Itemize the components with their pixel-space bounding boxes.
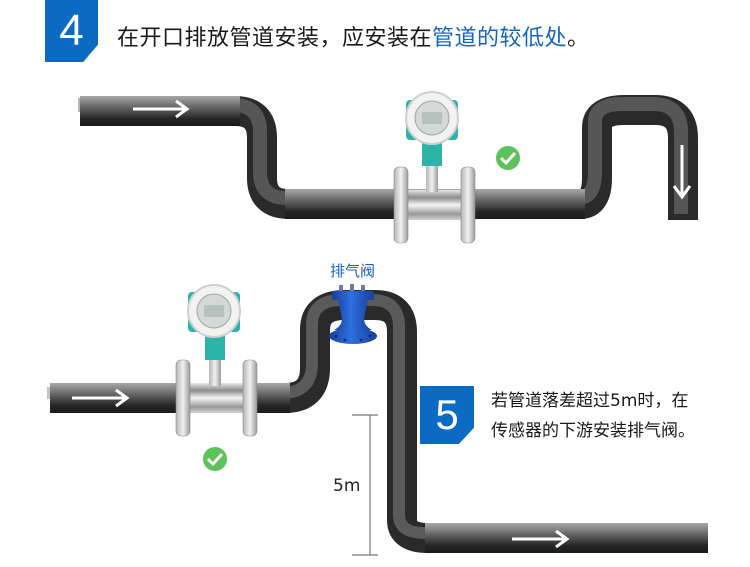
title-prefix: 在开口排放管道安装，应安装在 — [117, 26, 433, 51]
flowmeter-top — [393, 91, 476, 244]
step-4-number: 4 — [59, 6, 84, 55]
air-release-valve-icon — [329, 284, 377, 344]
flow-arrow-right-icon — [133, 99, 190, 119]
dimension-line — [352, 414, 378, 556]
note-line-2: 传感器的下游安装排气阀。 — [491, 421, 695, 441]
note-line-1: 若管道落差超过5m时，在 — [491, 391, 689, 411]
step-5-badge: 5 — [420, 386, 474, 444]
step-5-number: 5 — [435, 391, 459, 438]
step-4-badge: 4 — [45, 0, 98, 62]
air-release-valve-label: 排气阀 — [330, 262, 376, 280]
flowmeter-bottom — [175, 284, 258, 437]
flow-arrow-down-icon — [672, 145, 692, 200]
flow-arrow-right-icon — [512, 529, 570, 549]
pipe-top — [78, 95, 698, 220]
check-icon — [203, 447, 227, 471]
section-5-note: 若管道落差超过5m时，在 传感器的下游安装排气阀。 — [491, 386, 695, 446]
title-highlight: 管道的较低处 — [432, 26, 568, 51]
title-suffix: 。 — [567, 26, 590, 51]
section-4-title: 在开口排放管道安装，应安装在管道的较低处。 — [117, 20, 590, 52]
check-icon — [496, 146, 520, 170]
flow-arrow-right-icon — [72, 388, 130, 408]
drop-height-label: 5m — [333, 476, 361, 496]
